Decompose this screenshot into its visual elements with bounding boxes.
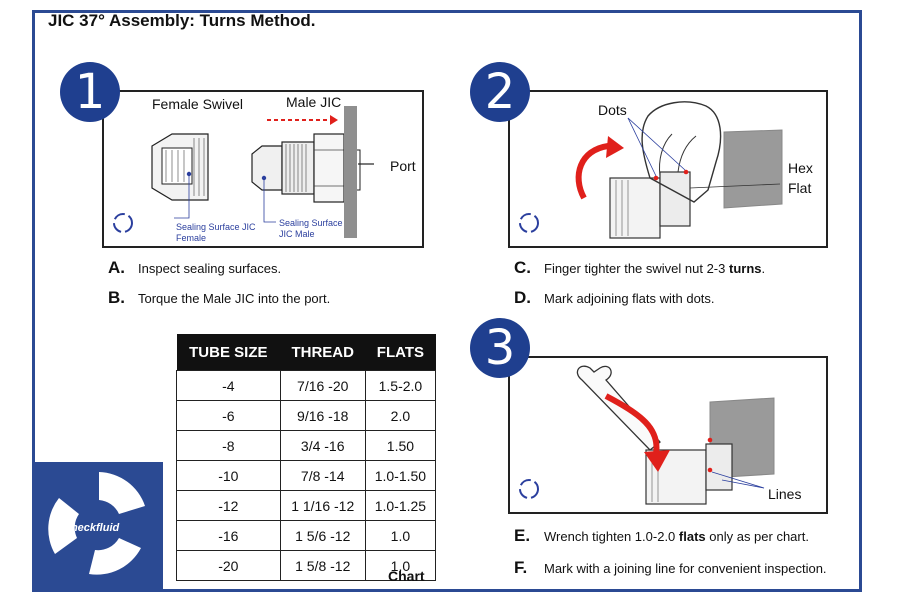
sealing-male-line1: Sealing Surface (279, 218, 343, 228)
male-jic-label: Male JIC (286, 94, 342, 110)
cell-thread: 1 1/16 -12 (279, 490, 366, 521)
step-1-illustration (151, 106, 374, 238)
female-swivel-label: Female Swivel (152, 96, 244, 112)
male-jic-drawing (251, 133, 361, 203)
cell-flats: 1.50 (364, 430, 437, 461)
cell-tube-size: -10 (176, 460, 281, 491)
port-label: Port (390, 158, 416, 174)
cell-thread: 3/4 -16 (279, 430, 366, 461)
step-2-badge: 2 (470, 62, 530, 122)
cell-thread: 9/16 -18 (279, 400, 366, 431)
cell-tube-size: -6 (176, 400, 281, 431)
step-3-illustration (576, 365, 775, 505)
hex-label: Hex (788, 160, 813, 176)
instruction-f: F. Mark with a joining line for convenie… (514, 558, 827, 578)
instruction-b: B. Torque the Male JIC into the port. (108, 288, 330, 308)
sealing-surface-female-label: Sealing Surface JIC Female (176, 222, 256, 244)
instruction-c-letter: C. (514, 258, 531, 277)
instruction-e-text-bold: flats (678, 529, 706, 544)
cell-tube-size: -8 (176, 430, 281, 461)
instruction-c-text: Finger tighter the swivel nut 2-3 turns. (544, 261, 765, 276)
checkfluid-logo-box: Checkfluid (35, 462, 163, 589)
instruction-e-text-post: only as per chart. (705, 529, 809, 544)
cell-thread: 7/16 -20 (279, 370, 366, 401)
cell-tube-size: -12 (176, 490, 281, 521)
instruction-f-text: Mark with a joining line for convenient … (544, 561, 827, 576)
cell-tube-size: -4 (176, 370, 281, 401)
sealing-female-line1: Sealing Surface JIC (176, 222, 256, 232)
chart-caption: Chart (388, 568, 425, 584)
cell-flats: 2.0 (364, 400, 437, 431)
instruction-c-text-post: . (761, 261, 766, 276)
page-title: JIC 37° Assembly: Turns Method. (48, 11, 316, 30)
instruction-c: C. Finger tighter the swivel nut 2-3 tur… (514, 258, 765, 278)
instruction-e: E. Wrench tighten 1.0-2.0 flats only as … (514, 526, 809, 546)
cell-flats: 1.0-1.50 (364, 460, 437, 491)
lines-label: Lines (768, 486, 802, 502)
instruction-b-letter: B. (108, 288, 125, 307)
port-plate (344, 106, 357, 238)
step-3-badge: 3 (470, 318, 530, 378)
checkfluid-mini-logo-2 (519, 213, 539, 233)
checkfluid-mini-logo (113, 213, 133, 233)
table-header-row: TUBE SIZE THREAD FLATS (176, 334, 436, 371)
instruction-b-text: Torque the Male JIC into the port. (138, 291, 331, 306)
instruction-c-text-pre: Finger tighter the swivel nut 2-3 (544, 261, 729, 276)
step-3-panel: Lines (508, 356, 828, 514)
step-1-badge: 1 (60, 62, 120, 122)
step-2-panel: Dots Hex Flat (508, 90, 828, 248)
dots-label: Dots (598, 102, 627, 118)
checkfluid-logo-text: Checkfluid (63, 522, 120, 534)
step-2-illustration (575, 101, 783, 239)
instruction-a-letter: A. (108, 258, 125, 277)
header-flats: FLATS (365, 334, 436, 371)
instruction-e-letter: E. (514, 526, 531, 545)
step-1-panel: Female Swivel Male JIC Port Sealing Surf… (102, 90, 424, 248)
cell-thread: 1 5/8 -12 (279, 550, 366, 581)
instruction-e-text-pre: Wrench tighten 1.0-2.0 (544, 529, 679, 544)
flat-label: Flat (788, 180, 812, 196)
cell-thread: 7/8 -14 (279, 460, 366, 491)
cell-flats: 1.0-1.25 (364, 490, 437, 521)
instruction-d-text: Mark adjoining flats with dots. (544, 291, 715, 306)
checkfluid-mini-logo-3 (519, 479, 539, 499)
instruction-c-text-bold: turns (728, 261, 762, 276)
cell-flats: 1.0 (364, 550, 437, 581)
cell-thread: 1 5/6 -12 (279, 520, 366, 551)
cell-tube-size: -16 (176, 520, 281, 551)
header-thread: THREAD (280, 334, 366, 371)
sealing-female-line2: Female (176, 233, 207, 243)
cell-flats: 1.5-2.0 (364, 370, 437, 401)
header-tube-size: TUBE SIZE (176, 334, 281, 371)
instruction-e-text: Wrench tighten 1.0-2.0 flats only as per… (544, 529, 809, 544)
instruction-a: A. Inspect sealing surfaces. (108, 258, 281, 278)
instruction-d: D. Mark adjoining flats with dots. (514, 288, 715, 308)
female-swivel-drawing (151, 133, 209, 201)
sealing-surface-male-label: Sealing Surface JIC Male (279, 218, 343, 240)
checkfluid-logo-icon (48, 472, 145, 575)
instruction-d-letter: D. (514, 288, 531, 307)
cell-flats: 1.0 (364, 520, 437, 551)
instruction-f-letter: F. (514, 558, 528, 577)
sealing-male-line2: JIC Male (279, 229, 315, 239)
cell-tube-size: -20 (176, 550, 281, 581)
instruction-a-text: Inspect sealing surfaces. (138, 261, 282, 276)
outer-frame (32, 10, 862, 592)
